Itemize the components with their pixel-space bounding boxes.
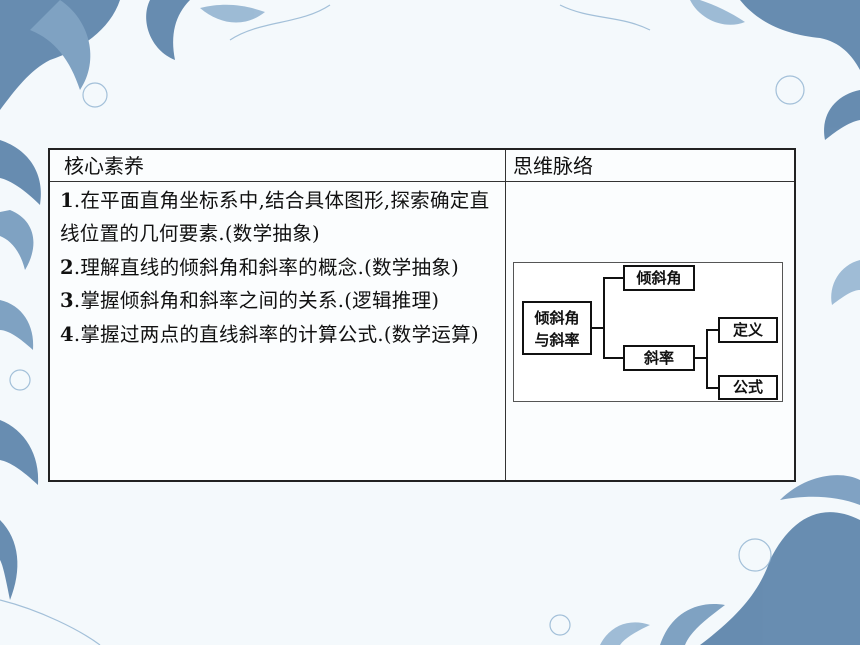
concept-map: 倾斜角 与斜率 倾斜角 斜率 定义 公式 [513,262,783,402]
literacy-item: 4.掌握过两点的直线斜率的计算公式.(数学运算) [60,318,500,351]
header-thinking-context: 思维脉络 [513,154,593,178]
literacy-table: 核心素养 思维脉络 1.在平面直角坐标系中,结合具体图形,探索确定直线位置的几何… [48,148,796,482]
connector [603,277,605,359]
literacy-item: 3.掌握倾斜角和斜率之间的关系.(逻辑推理) [60,284,500,317]
literacy-item: 1.在平面直角坐标系中,结合具体图形,探索确定直线位置的几何要素.(数学抽象) [60,184,500,251]
item-number: 4 [60,322,74,346]
connector [706,329,718,331]
connector [603,357,623,359]
item-text: .理解直线的倾斜角和斜率的概念.(数学抽象) [73,255,460,279]
connector [695,357,707,359]
literacy-item: 2.理解直线的倾斜角和斜率的概念.(数学抽象) [60,251,500,284]
item-number: 2 [60,255,74,279]
root-node: 倾斜角 与斜率 [522,301,592,355]
connector [706,387,718,389]
connector [603,277,623,279]
literacy-list: 1.在平面直角坐标系中,结合具体图形,探索确定直线位置的几何要素.(数学抽象) … [60,184,500,351]
column-divider [505,150,506,480]
header-divider [50,181,794,182]
item-text: .掌握过两点的直线斜率的计算公式.(数学运算) [73,322,479,346]
node-definition: 定义 [718,317,778,343]
item-text: .在平面直角坐标系中,结合具体图形,探索确定直线位置的几何要素.(数学抽象) [60,189,490,246]
header-core-literacy: 核心素养 [64,154,144,178]
item-text: .掌握倾斜角和斜率之间的关系.(逻辑推理) [73,289,440,313]
connector [706,329,708,389]
node-formula: 公式 [718,375,778,400]
root-label-line2: 与斜率 [534,331,580,349]
connector [592,327,604,329]
item-number: 3 [60,289,74,313]
node-slope: 斜率 [623,345,695,371]
node-inclination-angle: 倾斜角 [623,265,695,291]
root-label-line1: 倾斜角 [534,309,580,327]
item-number: 1 [60,189,74,212]
